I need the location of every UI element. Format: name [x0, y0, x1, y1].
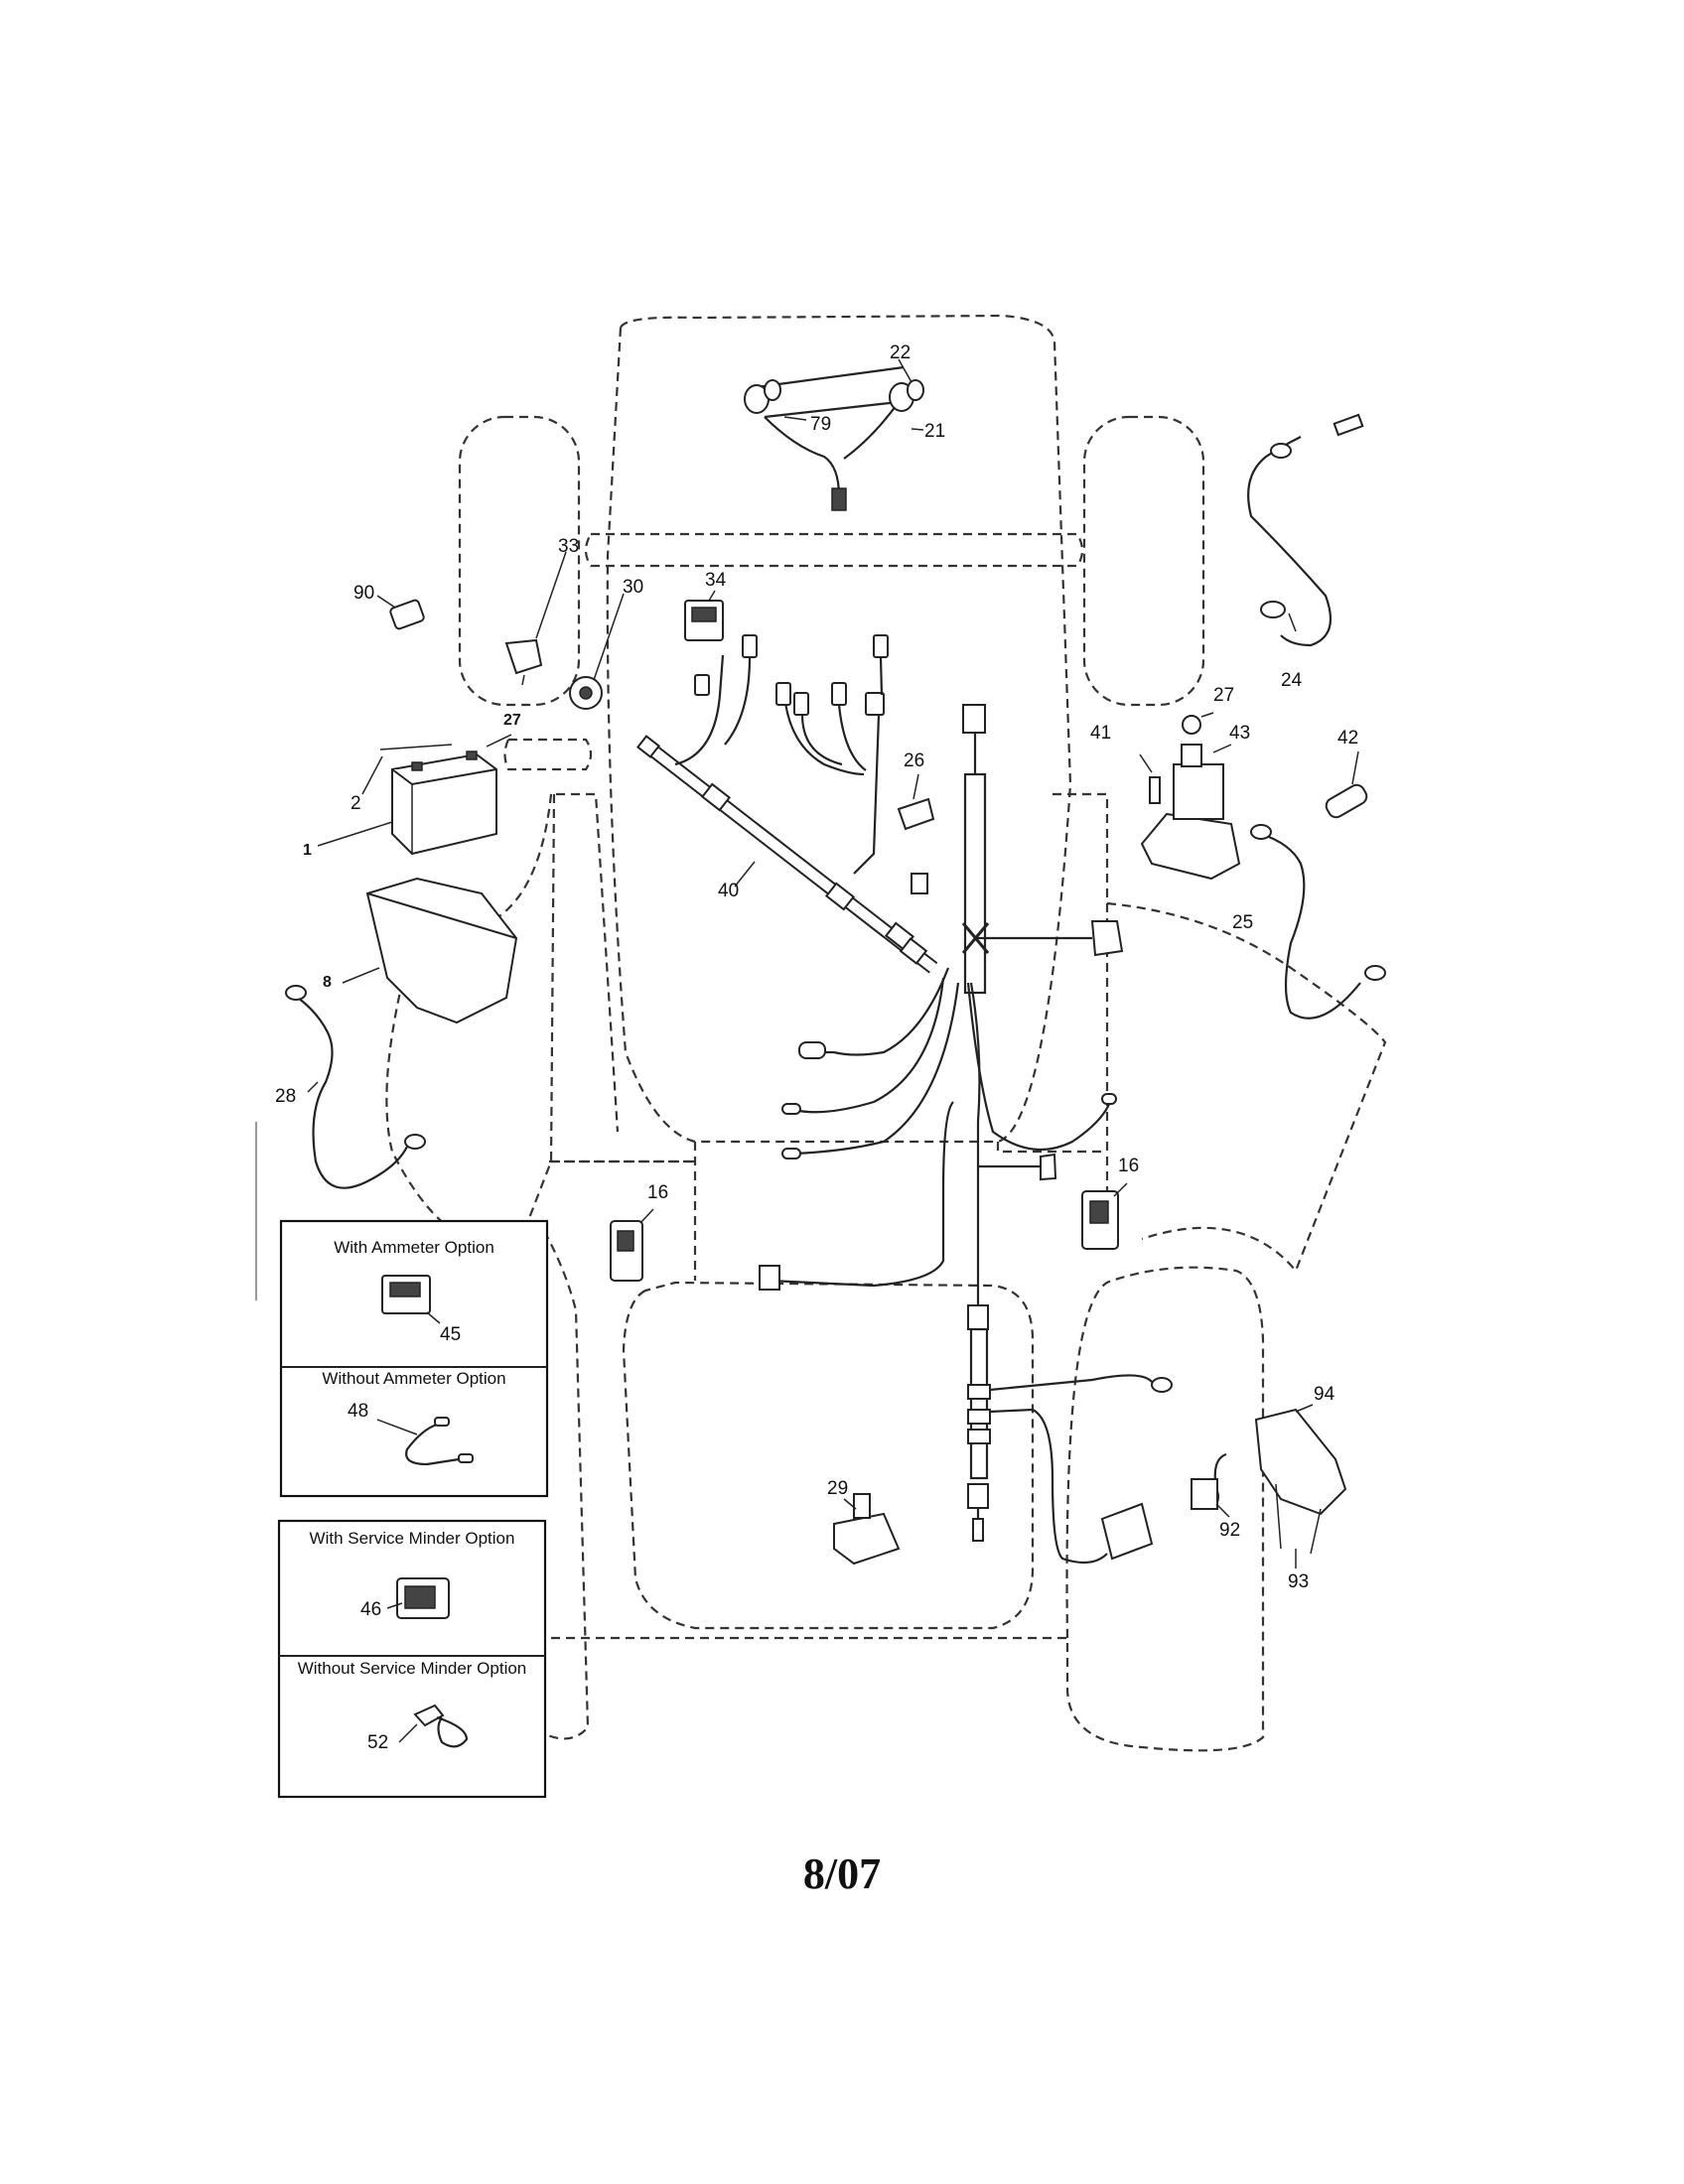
with-ammeter-label: With Ammeter Option	[334, 1238, 494, 1257]
callout-42: 42	[1337, 728, 1358, 749]
callout-33: 33	[558, 536, 579, 557]
option-boxes	[277, 1219, 549, 1799]
cable-24	[1247, 413, 1364, 647]
headlight-assembly	[744, 358, 924, 511]
main-harness	[610, 634, 1347, 1569]
callout-40: 40	[718, 881, 739, 901]
callout-92: 92	[1219, 1520, 1240, 1541]
callout-26: 26	[904, 751, 924, 771]
callout-45: 45	[440, 1324, 461, 1345]
callout-2: 2	[351, 793, 361, 814]
callout-16-left: 16	[647, 1182, 668, 1203]
callout-1: 1	[303, 842, 312, 859]
callout-21: 21	[924, 421, 945, 442]
callout-34: 34	[705, 570, 727, 591]
callout-16-right: 16	[1118, 1156, 1139, 1176]
callout-93: 93	[1288, 1571, 1309, 1592]
callout-48: 48	[348, 1401, 368, 1422]
callout-30: 30	[623, 577, 643, 598]
callout-94: 94	[1314, 1384, 1335, 1405]
footer-code: 8/07	[802, 1849, 882, 1898]
callout-25: 25	[1232, 912, 1253, 933]
callout-8: 8	[323, 974, 332, 991]
part-callouts: 22 79 21 33 90 30 34 24 27 43 41 42 27 2…	[275, 342, 1358, 1753]
left-components	[285, 551, 724, 1189]
callout-41: 41	[1090, 723, 1111, 744]
callout-29: 29	[827, 1478, 848, 1499]
callout-24: 24	[1281, 670, 1303, 691]
callout-46: 46	[360, 1599, 381, 1620]
callout-22: 22	[890, 342, 911, 363]
without-ammeter-label: Without Ammeter Option	[322, 1369, 505, 1388]
callout-90: 90	[353, 583, 374, 604]
option-labels: With Ammeter Option Without Ammeter Opti…	[298, 1238, 527, 1678]
callout-43: 43	[1229, 723, 1250, 744]
callout-79: 79	[810, 414, 831, 435]
without-service-minder-label: Without Service Minder Option	[298, 1659, 527, 1678]
solenoid-assembly	[1139, 712, 1386, 1020]
with-service-minder-label: With Service Minder Option	[310, 1529, 515, 1548]
callout-52: 52	[367, 1732, 388, 1753]
callout-27-left: 27	[503, 712, 521, 729]
callout-27-right: 27	[1213, 685, 1234, 706]
callout-28: 28	[275, 1086, 296, 1107]
